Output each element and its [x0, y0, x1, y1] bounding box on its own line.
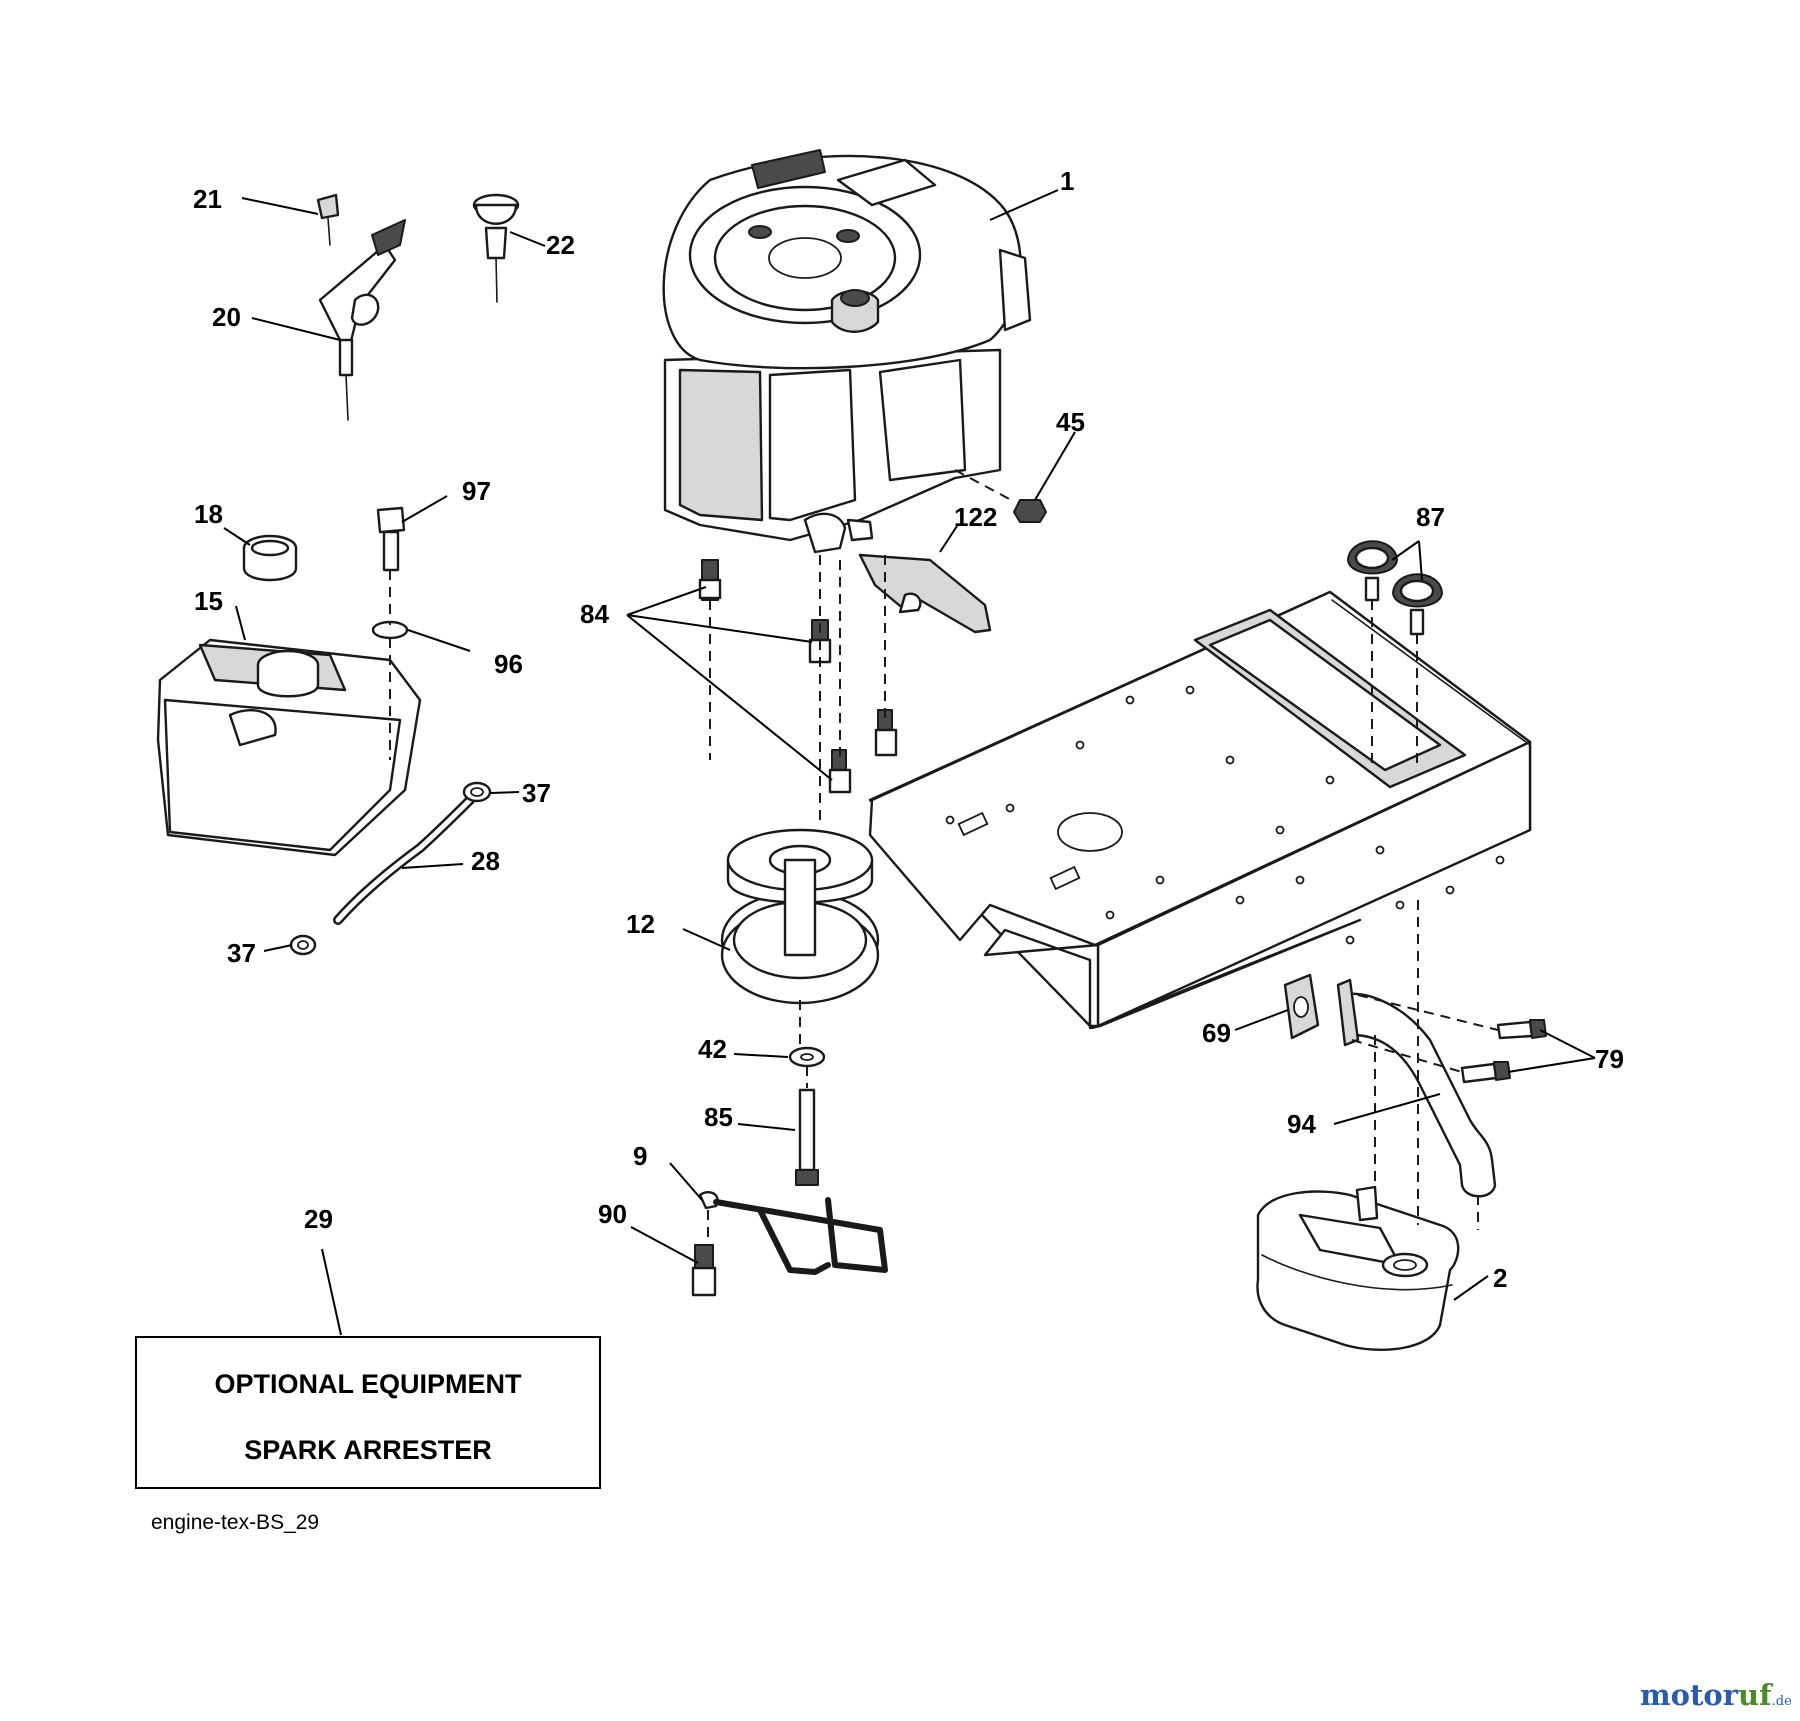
callout-42: 42: [698, 1034, 727, 1064]
callout-28: 28: [471, 846, 500, 876]
bolts-79: [1460, 1019, 1547, 1084]
callout-69: 69: [1202, 1018, 1231, 1048]
engine: [662, 149, 1032, 554]
callout-94: 94: [1287, 1109, 1316, 1139]
washer-42: [788, 1046, 826, 1068]
callout-9: 9: [633, 1141, 647, 1171]
callout-37-top: 37: [522, 778, 551, 808]
callout-1: 1: [1060, 166, 1074, 196]
gasket-69: [1283, 973, 1320, 1040]
dash-45: [954, 469, 1016, 503]
callout-37-bottom: 37: [227, 938, 256, 968]
svg-text:motoruf.de: motoruf.de: [1640, 1678, 1792, 1712]
callout-96: 96: [494, 649, 523, 679]
bolt-85: [795, 1088, 819, 1186]
bolt-97: [376, 506, 406, 572]
watermark-part2: uf: [1738, 1678, 1774, 1712]
rod-9: [698, 1191, 888, 1275]
nut-45: [1013, 499, 1047, 523]
chassis-frame: [868, 590, 1532, 1030]
exhaust-pipe-94: [1336, 978, 1497, 1198]
spark-arrester-label: SPARK ARRESTER: [244, 1435, 492, 1465]
watermark-part1: motor: [1640, 1678, 1739, 1712]
clamp-37a: [462, 781, 492, 803]
callout-97: 97: [462, 476, 491, 506]
watermark-suffix: .de: [1772, 1694, 1792, 1709]
callout-2: 2: [1493, 1263, 1507, 1293]
pulley-12: [720, 828, 880, 1005]
bracket-122: [858, 553, 992, 634]
callout-20: 20: [212, 302, 241, 332]
callout-21: 21: [193, 184, 222, 214]
callout-84: 84: [580, 599, 609, 629]
optional-equipment-label: OPTIONAL EQUIPMENT: [214, 1369, 522, 1399]
callout-18: 18: [194, 499, 223, 529]
callout-79: 79: [1595, 1044, 1624, 1074]
fuel-line: [333, 795, 475, 925]
callout-22: 22: [546, 230, 575, 260]
diagram-code: engine-tex-BS_29: [151, 1511, 319, 1534]
callout-15: 15: [194, 586, 223, 616]
control-bracket: [316, 193, 406, 421]
callout-122: 122: [954, 502, 997, 532]
callout-numbers: 1 21 22 20 45 18 97 15 96 37 28 37 122 8…: [193, 166, 1624, 1293]
fuel-cap: [242, 534, 298, 582]
callout-90: 90: [598, 1199, 627, 1229]
clamp-37b: [289, 934, 317, 956]
knobs-87: [1347, 540, 1443, 636]
knob-22: [472, 193, 520, 303]
callout-85: 85: [704, 1102, 733, 1132]
callout-29: 29: [304, 1204, 333, 1234]
bolts-84: [698, 559, 898, 794]
muffler-2: [1256, 1185, 1460, 1351]
callout-87: 87: [1416, 502, 1445, 532]
callout-12: 12: [626, 909, 655, 939]
fuel-tank: [156, 638, 422, 857]
optional-equipment-box: OPTIONAL EQUIPMENT SPARK ARRESTER: [135, 1336, 601, 1489]
leader-lines: [223, 189, 1596, 1336]
watermark-logo: motoruf.de: [1640, 1678, 1792, 1712]
bolt-90: [691, 1244, 717, 1297]
callout-45: 45: [1056, 407, 1085, 437]
